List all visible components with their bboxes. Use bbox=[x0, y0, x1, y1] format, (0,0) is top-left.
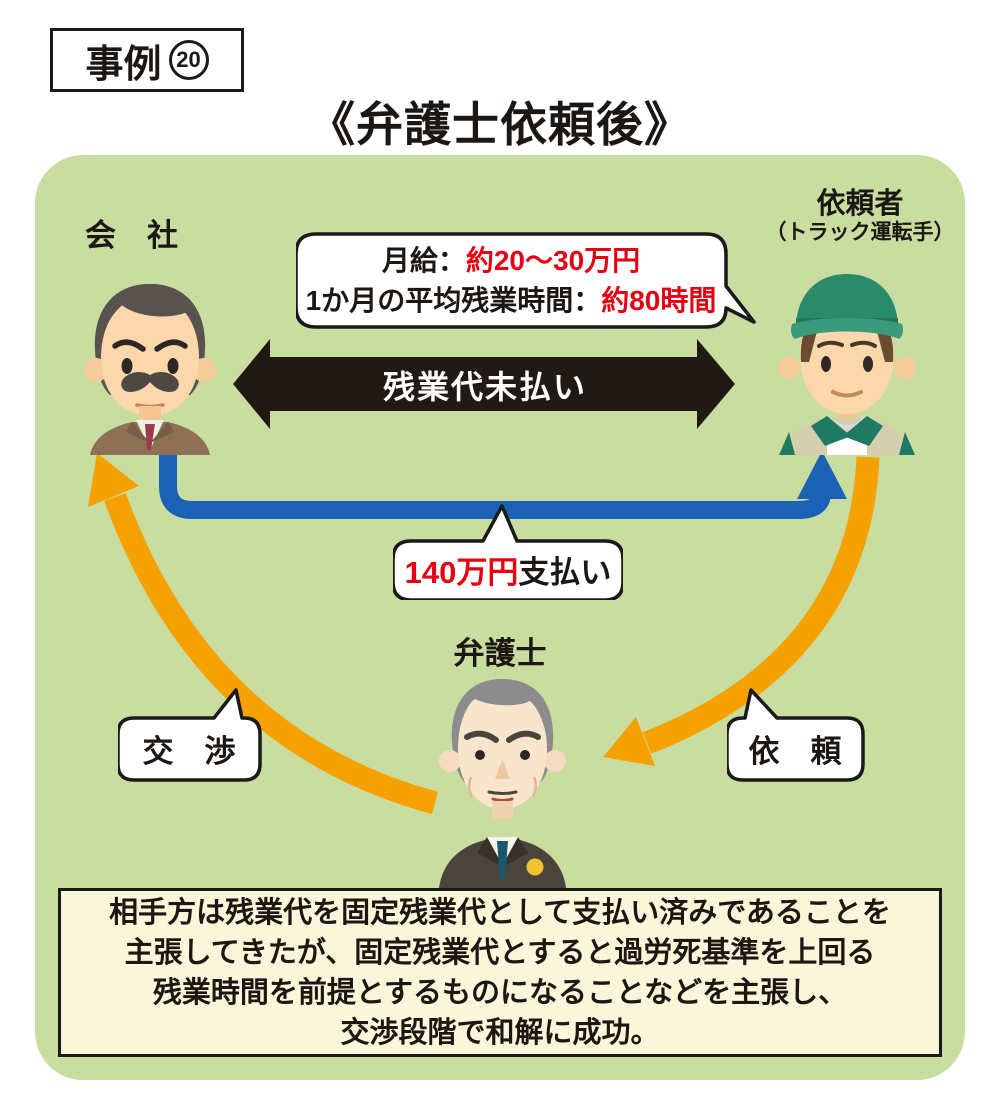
summary-line-2: 主張してきたが、固定残業代とすると過労死基準を上回る bbox=[124, 936, 876, 969]
page-title: 《弁護士依頼後》 bbox=[308, 98, 692, 151]
lawyer-figure bbox=[439, 679, 566, 888]
client-sublabel: （トラック運転手） bbox=[765, 221, 955, 245]
summary-box: 相手方は残業代を固定残業代として支払い済みであることを 主張してきたが、固定残業… bbox=[58, 888, 942, 1057]
relationship-arrows bbox=[88, 451, 880, 815]
company-figure bbox=[84, 284, 216, 455]
overtime-prefix: 1か月の平均残業時間： bbox=[305, 284, 602, 316]
salary-prefix: 月給： bbox=[381, 244, 466, 276]
negotiation-callout bbox=[118, 688, 262, 782]
summary-line-1: 相手方は残業代を固定残業代として支払い済みであることを bbox=[109, 896, 891, 929]
request-arrow bbox=[603, 456, 880, 766]
client-label: 依頼者 bbox=[816, 188, 904, 220]
payment-arrow bbox=[159, 451, 847, 519]
salary-value: 約20～30万円 bbox=[465, 244, 641, 276]
client-figure bbox=[778, 274, 916, 455]
negotiation-arrow bbox=[88, 453, 439, 815]
salary-line: 月給：約20～30万円 bbox=[382, 241, 640, 281]
unpaid-overtime-arrow bbox=[233, 339, 735, 429]
case-number-circle: 20 bbox=[168, 40, 209, 80]
overtime-value: 約80時間 bbox=[601, 284, 717, 316]
case-badge-prefix: 事例 bbox=[85, 43, 162, 86]
company-label: 会 社 bbox=[85, 218, 178, 253]
lawyer-label: 弁護士 bbox=[453, 636, 547, 671]
summary-line-4: 交渉段階で和解に成功。 bbox=[340, 1016, 660, 1049]
unpaid-overtime-label: 残業代未払い bbox=[382, 369, 587, 405]
overtime-line: 1か月の平均残業時間：約80時間 bbox=[306, 281, 717, 321]
salary-bubble-text: 月給：約20～30万円 1か月の平均残業時間：約80時間 bbox=[296, 234, 726, 327]
client-label-block: 依頼者 （トラック運転手） bbox=[740, 188, 980, 245]
payment-callout bbox=[393, 504, 623, 600]
salary-bubble bbox=[296, 232, 756, 329]
payment-suffix: 支払い bbox=[518, 555, 612, 590]
payment-amount: 140万円 bbox=[404, 555, 519, 590]
request-label: 依 頼 bbox=[748, 733, 842, 769]
payment-label: 140万円支払い bbox=[393, 541, 623, 598]
summary-line-3: 残業時間を前提とするものになることなどを主張し、 bbox=[152, 976, 848, 1009]
request-callout bbox=[727, 688, 865, 782]
negotiation-label: 交 渉 bbox=[142, 733, 236, 769]
case-badge: 事例 20 bbox=[50, 28, 244, 92]
